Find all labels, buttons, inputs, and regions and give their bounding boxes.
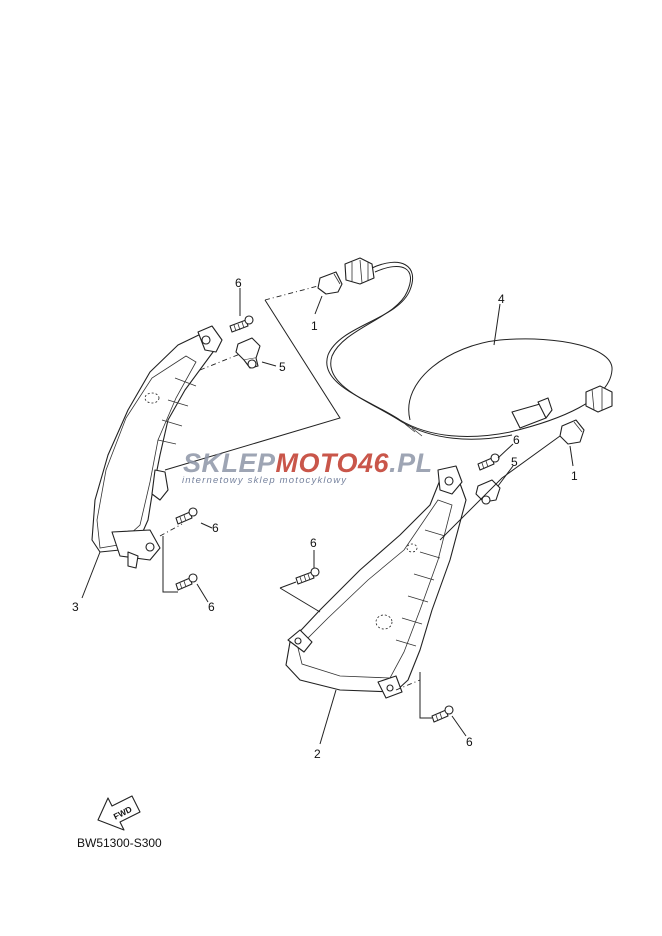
watermark-brand-part2: MOTO bbox=[276, 448, 359, 478]
fwd-arrow-icon: FWD bbox=[97, 795, 141, 831]
watermark-brand-part3: 46 bbox=[357, 448, 390, 478]
bulb-upper bbox=[317, 271, 343, 295]
callout-3: 3 bbox=[72, 600, 79, 614]
screw-e bbox=[477, 453, 500, 471]
watermark: SKLEPMOTO46.PL internetowy sklep motocyk… bbox=[182, 448, 433, 486]
screw-b bbox=[175, 507, 198, 525]
callout-6-f: 6 bbox=[466, 735, 473, 749]
watermark-brand-part1: SKLEP bbox=[183, 448, 276, 478]
right-turn-signal-housing bbox=[285, 465, 467, 699]
grommet-upper bbox=[235, 337, 261, 369]
callout-6-c: 6 bbox=[208, 600, 215, 614]
callout-1-upper: 1 bbox=[311, 319, 318, 333]
callout-1-right: 1 bbox=[571, 469, 578, 483]
watermark-tagline: internetowy sklep motocyklowy bbox=[182, 475, 347, 486]
left-turn-signal-housing bbox=[91, 325, 223, 569]
callout-6-d: 6 bbox=[310, 536, 317, 550]
callout-2: 2 bbox=[314, 747, 321, 761]
callout-5-upper: 5 bbox=[279, 360, 286, 374]
callout-6-e: 6 bbox=[513, 433, 520, 447]
svg-text:SKLEPMOTO46.PL: SKLEPMOTO46.PL bbox=[183, 448, 433, 478]
screw-a bbox=[229, 315, 254, 333]
screw-c bbox=[175, 573, 198, 591]
screw-f bbox=[431, 705, 454, 723]
callout-4: 4 bbox=[498, 292, 505, 306]
callout-6-b: 6 bbox=[212, 521, 219, 535]
leader-lines bbox=[81, 285, 574, 745]
drawing-code: BW51300-S300 bbox=[77, 836, 162, 850]
callout-6-a: 6 bbox=[235, 276, 242, 290]
bulb-right bbox=[559, 419, 585, 445]
callout-5-right: 5 bbox=[511, 455, 518, 469]
wire-harness bbox=[326, 257, 613, 440]
watermark-brand-part4: .PL bbox=[389, 448, 433, 478]
screw-d bbox=[295, 567, 320, 585]
